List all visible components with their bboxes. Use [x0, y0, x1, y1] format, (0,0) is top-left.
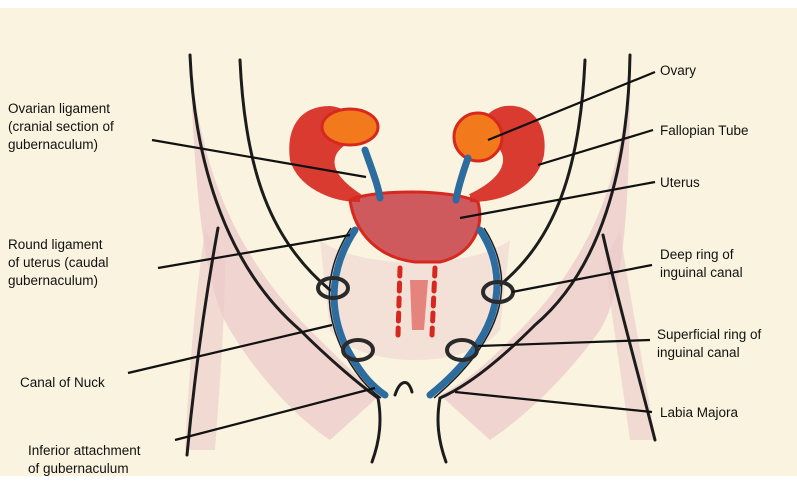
label-canal-of-nuck: Canal of Nuck [20, 374, 105, 392]
label-ovary: Ovary [660, 62, 696, 80]
label-fallopian-tube: Fallopian Tube [660, 122, 749, 140]
label-inferior-attachment: Inferior attachment of gubernaculum [28, 442, 141, 478]
label-uterus: Uterus [660, 174, 700, 192]
label-round-ligament: Round ligament of uterus (caudal guberna… [8, 236, 109, 290]
label-labia-majora: Labia Majora [660, 404, 738, 422]
label-superficial-ring: Superficial ring of inguinal canal [657, 326, 761, 362]
label-deep-ring: Deep ring of inguinal canal [660, 246, 743, 282]
left-ovary [322, 109, 378, 145]
label-ovarian-ligament: Ovarian ligament (cranial section of gub… [8, 100, 114, 154]
